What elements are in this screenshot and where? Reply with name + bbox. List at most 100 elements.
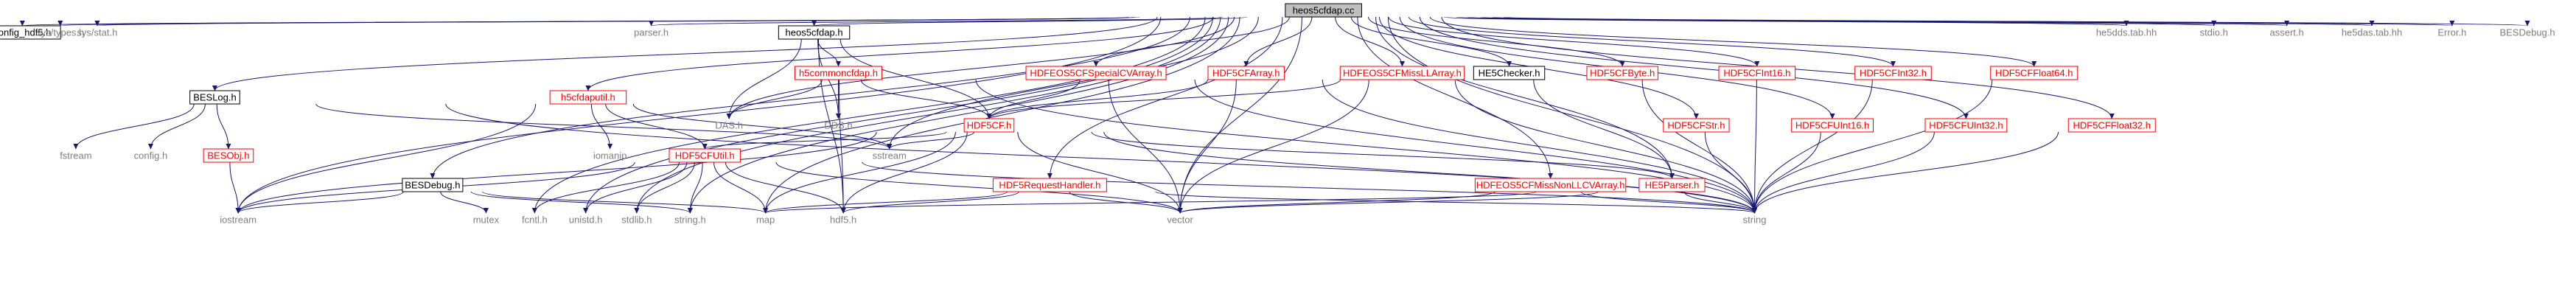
node-label: HDFEOS5CFSpecialCVArray.h [1030, 68, 1162, 79]
edge-h5cfarray-to-vector [1177, 79, 1237, 214]
node-uint16[interactable]: HDF5CFUInt16.h [1791, 118, 1874, 133]
edge-byte-to-string [1641, 79, 1758, 214]
node-h5cfdaputil[interactable]: h5cfdaputil.h [549, 90, 627, 105]
node-label: HDF5CFUInt16.h [1795, 120, 1869, 131]
node-unistd: unistd.h [569, 215, 603, 226]
edge-uint32-to-string [1752, 131, 1935, 214]
node-h5cfarray[interactable]: HDF5CFArray.h [1207, 66, 1285, 80]
node-root[interactable]: heos5cfdap.cc [1285, 3, 1362, 18]
node-missnonll[interactable]: HDFEOS5CFMissNonLLCVArray.h [1474, 178, 1627, 192]
node-reqhandler[interactable]: HDF5RequestHandler.h [992, 178, 1107, 192]
node-int16[interactable]: HDF5CFInt16.h [1718, 66, 1796, 80]
node-byte[interactable]: HDF5CFByte.h [1586, 66, 1658, 80]
edge-hdf5cfutil-to-unistd [583, 161, 688, 214]
node-missll[interactable]: HDFEOS5CFMissLLArray.h [1339, 66, 1465, 80]
edge-hdf5cf-to-vector [1017, 131, 1183, 214]
node-box [1791, 118, 1874, 133]
node-int32[interactable]: HDF5CFInt32.h [1854, 66, 1932, 80]
edge-root-to-heparser [1375, 16, 1675, 179]
node-box [1854, 66, 1932, 80]
node-box [1285, 3, 1362, 18]
edge-heschecker-to-heparser [1533, 79, 1675, 179]
node-label: fstream [60, 150, 91, 161]
node-iostream: iostream [220, 215, 256, 226]
node-label: heos5cfdap.cc [1293, 5, 1355, 16]
node-beslog[interactable]: BESLog.h [189, 90, 240, 105]
node-iomanip: iomanip [593, 150, 627, 161]
node-config[interactable]: config_hdf5.h [0, 25, 61, 40]
edge-hdf5cfutil-to-fcntl [531, 161, 680, 214]
node-label: parser.h [634, 27, 669, 38]
edge-root-to-specialcv [1093, 16, 1290, 67]
node-label: iomanip [593, 150, 627, 161]
edge-hdf5cf-to-map [763, 131, 956, 214]
node-uint32[interactable]: HDF5CFUInt32.h [1924, 118, 2008, 133]
node-label: stdio.h [2200, 27, 2228, 38]
node-fstream: fstream [60, 150, 91, 161]
node-label: BESObj.h [207, 150, 249, 161]
edge-heos5fdap-to-hdf5cf [840, 38, 992, 119]
edge-root-to-reqhandler [1047, 16, 1283, 179]
edge-root-to-h5cfarray [1243, 16, 1313, 67]
edge-int16-to-string [1752, 79, 1758, 214]
node-box [549, 90, 627, 105]
edge-missnonll-to-vector [1177, 191, 1495, 214]
node-label: unistd.h [569, 215, 603, 226]
node-label: HDF5CFArray.h [1212, 68, 1280, 79]
node-hdf5h: hdf5.h [830, 215, 856, 226]
node-box [189, 90, 240, 105]
node-label: config.h [134, 150, 168, 161]
node-map: map [756, 215, 775, 226]
node-label: map [756, 215, 775, 226]
edge-hdf5cfutil-to-stringh [687, 161, 703, 214]
node-label: HDF5CFStr.h [1667, 120, 1725, 131]
edge-h5commoncfdap-to-hdf5h [839, 79, 846, 214]
edge-root-to-dash [726, 16, 1235, 119]
node-h5str[interactable]: HDF5CFStr.h [1663, 118, 1730, 133]
node-label: string [1743, 215, 1767, 226]
edge-besdebug_mid-to-iostream [235, 191, 404, 214]
node-heos5fdap[interactable]: heos5cfdap.h [778, 25, 851, 40]
edge-root-to-heos5fdap [811, 16, 1248, 27]
edge-hdf5cf-to-heparser [1091, 131, 1675, 179]
node-label: stdlib.h [621, 215, 652, 226]
node-heschecker[interactable]: HE5Checker.h [1473, 66, 1546, 80]
edge-besdebug_mid-to-mutex [440, 191, 489, 214]
edge-float64-to-string [1752, 79, 1993, 214]
node-label: DAS.h [715, 120, 743, 131]
node-besobj[interactable]: BESObj.h [203, 148, 254, 163]
node-box [778, 25, 851, 40]
edge-uint16-to-string [1752, 131, 1821, 214]
node-specialcv[interactable]: HDFEOS5CFSpecialCVArray.h [1025, 66, 1167, 80]
edge-beslog-to-besobj [216, 103, 231, 150]
node-label: BESLog.h [193, 92, 237, 103]
node-besdebug_mid[interactable]: BESDebug.h [402, 178, 464, 192]
edge-besobj-to-iostream [229, 161, 241, 214]
node-float32[interactable]: HDF5CFFloat32.h [2067, 118, 2156, 133]
edge-hdf5cf-to-iostream [235, 131, 877, 214]
node-float64[interactable]: HDF5CFFloat64.h [1990, 66, 2078, 80]
node-hdf5cf[interactable]: HDF5CF.h [963, 118, 1015, 133]
node-hdf5cfutil[interactable]: HDF5CFUtil.h [669, 148, 741, 163]
edge-hdf5cfutil-to-string [862, 161, 1757, 214]
node-label: HDFEOS5CFMissLLArray.h [1343, 68, 1462, 79]
node-label: HDF5CFInt32.h [1860, 68, 1927, 79]
node-label: HE5Parser.h [1645, 180, 1700, 191]
edge-hdf5cf-to-hdf5cfutil [702, 131, 947, 150]
node-sstream: sstream [873, 150, 907, 161]
edge-beslog-to-sstream [315, 103, 893, 150]
node-box [1924, 118, 2008, 133]
edge-root-to-missnonll [1357, 16, 1554, 179]
node-heparser[interactable]: HE5Parser.h [1638, 178, 1706, 192]
edge-root-to-parser [649, 16, 1224, 27]
node-label: h5commoncfdap.h [799, 68, 878, 79]
edge-root-to-uint32 [1419, 16, 1969, 119]
edge-h5commoncfdap-to-dash [726, 79, 823, 119]
node-dash: DAS.h [715, 120, 743, 131]
node-label: HDF5CFInt16.h [1723, 68, 1790, 79]
node-stdlib: stdlib.h [621, 215, 652, 226]
edge-reqhandler-to-map [763, 191, 1008, 214]
node-h5commoncfdap[interactable]: h5commoncfdap.h [795, 66, 883, 80]
edge-h5cfarray-to-string [1322, 79, 1758, 214]
node-label: HDF5CFUtil.h [675, 150, 735, 161]
